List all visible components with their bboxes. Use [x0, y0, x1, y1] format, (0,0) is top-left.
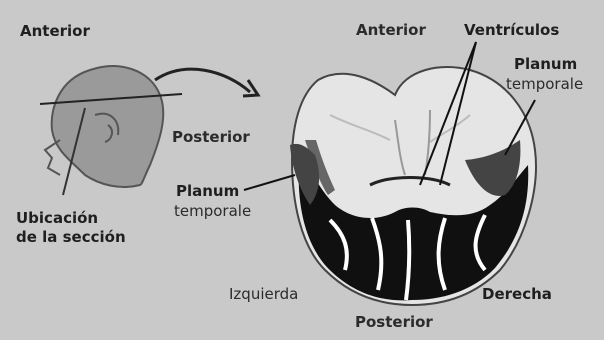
ventricles-label: Ventrículos: [464, 22, 559, 38]
right-side-label: Derecha: [482, 286, 552, 302]
brain-cross-section: [290, 67, 536, 305]
left-side-label: Izquierda: [229, 286, 298, 302]
planum-left-label-line1: Planum: [176, 183, 239, 199]
planum-left-label-line2: temporale: [174, 203, 251, 219]
planum-right-label-line1: Planum: [514, 56, 577, 72]
section-location-label-line2: de la sección: [16, 229, 126, 245]
anterior-left-label: Anterior: [20, 23, 90, 39]
section-location-label-line1: Ubicación: [16, 210, 98, 226]
planum-right-label-line2: temporale: [506, 76, 583, 92]
head-profile-illustration: [45, 66, 163, 187]
posterior-brain-label: Posterior: [355, 314, 433, 330]
anterior-brain-label: Anterior: [356, 22, 426, 38]
planum-left-leader: [244, 175, 295, 190]
posterior-head-label: Posterior: [172, 129, 250, 145]
curved-arrow-icon: [155, 69, 250, 92]
